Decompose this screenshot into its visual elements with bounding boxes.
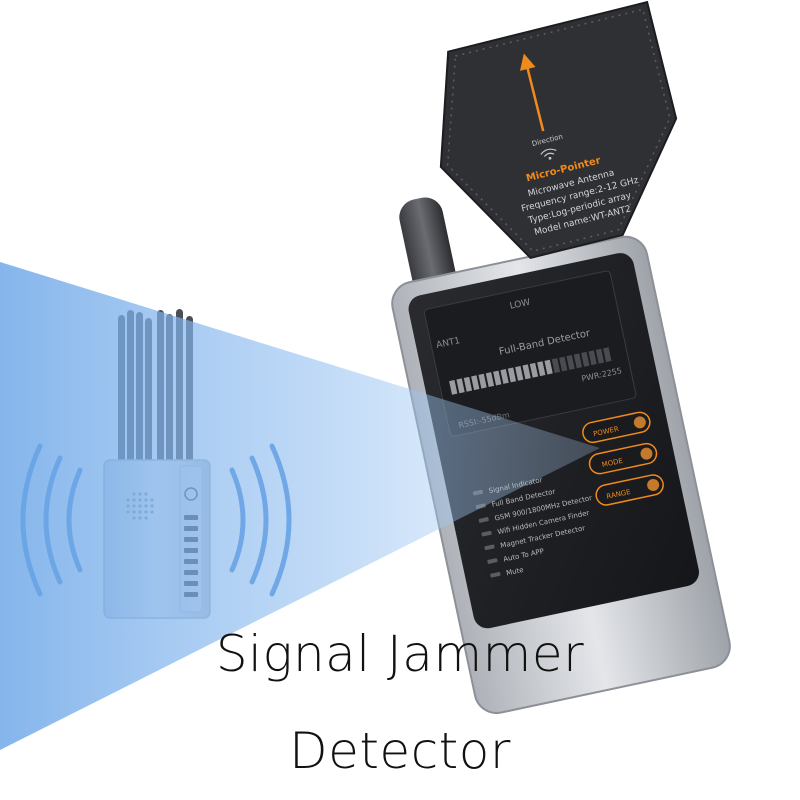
caption-line-1: Signal Jammer [215,625,585,683]
screen-bar [603,347,612,363]
mode-button[interactable]: MODE [588,442,659,476]
screen-bar [471,375,480,391]
screen-bar [551,358,561,373]
detector-device: LOW ANT1 Full-Band Detector PWR:2255 RSS… [391,197,731,715]
screen-bar-graph [449,347,612,395]
power-button[interactable]: POWER [581,410,652,444]
screen-antenna: ANT1 [435,336,461,351]
micro-pointer-antenna: Direction Micro-Pointer Microwave Antenn… [439,0,678,260]
indicator-label: Mute [505,566,524,577]
screen-bar [456,378,465,394]
indicator-led [487,558,498,564]
screen-bar [500,369,509,384]
range-button[interactable]: RANGE [594,473,665,507]
caption-line-2: Detector [289,722,511,780]
screen-bar [559,356,568,372]
screen-bar [544,359,553,375]
detection-beam [0,262,600,750]
indicator-led [484,544,495,551]
indicator-led [478,517,489,523]
screen-bar [493,370,502,386]
screen-bar [529,362,539,378]
screen-bar [581,351,590,367]
indicator-led [481,530,492,537]
screen-bar [515,365,524,381]
indicator-led [490,571,501,578]
screen-bar [478,373,487,389]
screen-bar [449,379,458,395]
screen-bar [595,348,605,364]
screen-bar [463,376,473,392]
wifi-icon [540,148,557,160]
screen-bar [485,372,495,388]
screen-bar [522,364,531,380]
screen-bar [588,350,597,366]
screen-bar [507,367,517,383]
screen-bar [573,353,583,369]
direction-arrow-head [519,53,536,71]
screen-bar [566,355,575,370]
screen-bar [537,361,546,377]
screen-level: LOW [509,298,531,312]
direction-arrow [524,60,545,132]
lcd-screen [423,270,637,437]
